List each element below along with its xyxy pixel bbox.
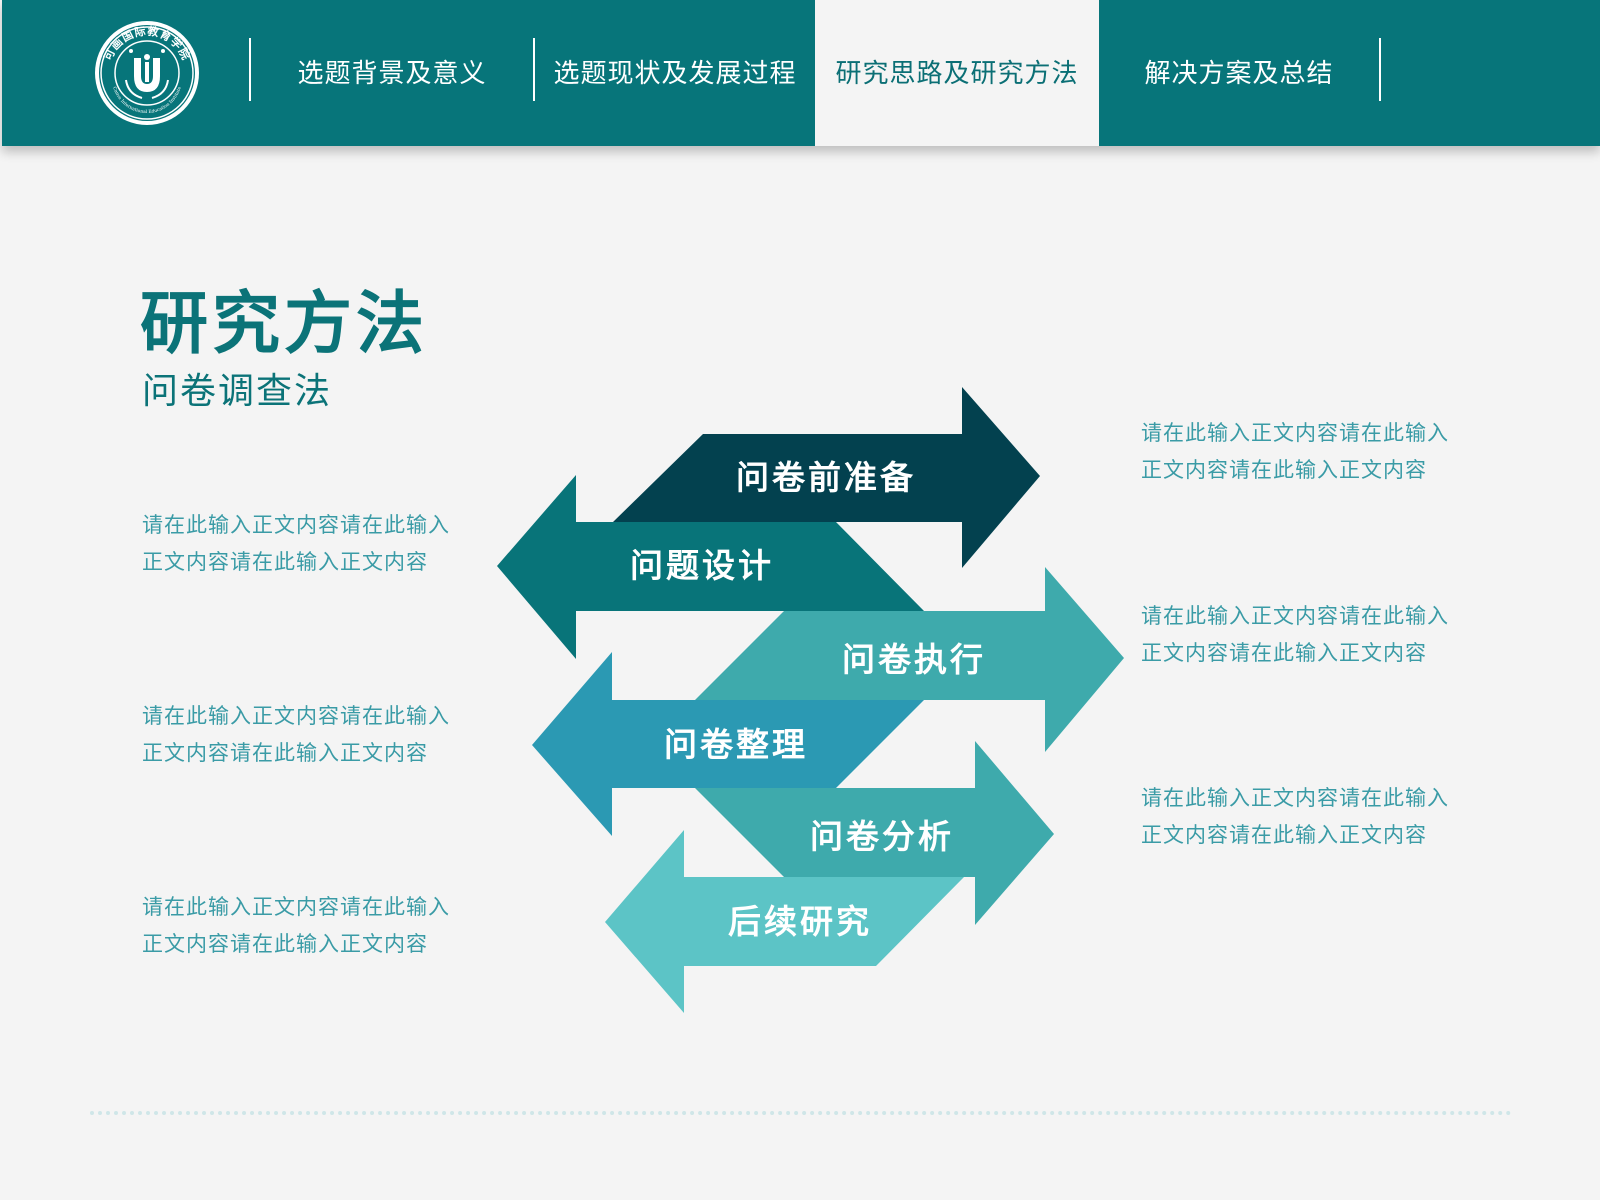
step-label: 后续研究 bbox=[728, 902, 872, 941]
arrow-shape bbox=[613, 387, 1040, 568]
page-title: 研究方法 bbox=[140, 285, 429, 364]
nav-separator bbox=[249, 38, 251, 101]
description-left-1: 请在此输入正文内容请在此输入正文内容请在此输入正文内容 bbox=[142, 513, 450, 574]
nav-tab-solution[interactable]: 解决方案及总结 bbox=[1144, 59, 1334, 89]
nav-tab-status[interactable]: 选题现状及发展过程 bbox=[553, 59, 797, 89]
top-nav-bar: 可画国际教育学院 Canva International Education I… bbox=[2, 0, 1600, 146]
process-step-3: 问卷执行 bbox=[695, 567, 1124, 752]
arrow-shape bbox=[497, 475, 924, 659]
description-left-2: 请在此输入正文内容请在此输入正文内容请在此输入正文内容 bbox=[142, 704, 450, 765]
step-label: 问题设计 bbox=[630, 546, 774, 585]
page-subtitle: 问卷调查法 bbox=[142, 371, 333, 412]
arrow-shape bbox=[605, 830, 964, 1013]
step-label: 问卷执行 bbox=[842, 640, 986, 679]
process-step-1: 问卷前准备 bbox=[613, 387, 1040, 568]
nav-tab-background[interactable]: 选题背景及意义 bbox=[297, 59, 487, 89]
arrow-shape bbox=[695, 567, 1124, 752]
process-step-4: 问卷整理 bbox=[532, 652, 924, 836]
process-step-2: 问题设计 bbox=[497, 475, 924, 659]
description-right-1: 请在此输入正文内容请在此输入正文内容请在此输入正文内容 bbox=[1141, 421, 1449, 482]
arrow-shape bbox=[532, 652, 924, 836]
description-left-3: 请在此输入正文内容请在此输入正文内容请在此输入正文内容 bbox=[142, 895, 450, 956]
institute-logo: 可画国际教育学院 Canva International Education I… bbox=[95, 21, 199, 125]
process-step-6: 后续研究 bbox=[605, 830, 964, 1013]
step-label: 问卷前准备 bbox=[736, 458, 916, 497]
footer-divider bbox=[90, 1111, 1512, 1115]
nav-separator bbox=[533, 38, 535, 101]
description-right-2: 请在此输入正文内容请在此输入正文内容请在此输入正文内容 bbox=[1141, 604, 1449, 665]
description-right-3: 请在此输入正文内容请在此输入正文内容请在此输入正文内容 bbox=[1141, 786, 1449, 847]
nav-tab-research-method[interactable]: 研究思路及研究方法 bbox=[815, 0, 1099, 146]
step-label: 问卷分析 bbox=[810, 817, 954, 856]
nav-separator bbox=[1379, 38, 1381, 101]
process-step-5: 问卷分析 bbox=[695, 741, 1054, 925]
step-label: 问卷整理 bbox=[664, 725, 808, 764]
arrow-shape bbox=[695, 741, 1054, 925]
